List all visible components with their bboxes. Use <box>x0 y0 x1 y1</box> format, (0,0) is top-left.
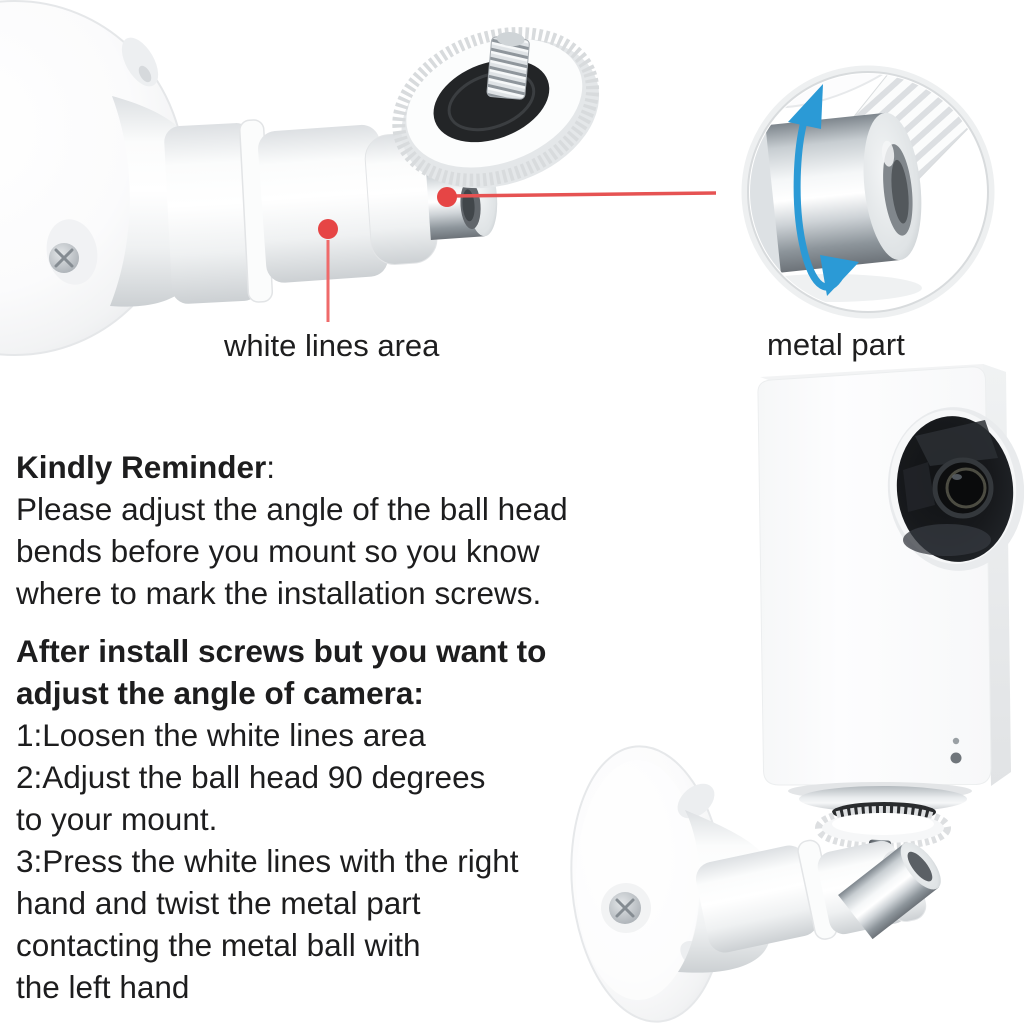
white-lines-pointer-dot <box>318 219 338 239</box>
reminder-title-colon: : <box>266 449 276 485</box>
camera-wall-mount-photo <box>570 745 941 1023</box>
adjust-section: After install screws but you want to adj… <box>16 630 616 1008</box>
white-lines-area-label: white lines area <box>224 328 440 363</box>
lens-reflection <box>915 420 998 466</box>
phillips-slot <box>54 248 74 268</box>
adjust-step-line: the left hand <box>16 969 190 1005</box>
lens-glint <box>952 474 962 480</box>
lens-reflection <box>903 524 991 556</box>
camera-photo <box>757 364 1024 885</box>
white-lines-grip <box>258 124 388 283</box>
phillips-slot <box>615 898 635 918</box>
adjust-step-line: contacting the metal ball with <box>16 927 421 963</box>
adjust-step-line: to your mount. <box>16 801 218 837</box>
setup-button-hole <box>950 752 962 764</box>
metal-part-cylinder <box>838 842 941 940</box>
reminder-line: where to mark the installation screws. <box>16 575 542 611</box>
adjust-step-line: 2:Adjust the ball head 90 degrees <box>16 759 486 795</box>
metal-part-pointer-dot <box>437 187 457 207</box>
inset-metal-cylinder <box>750 112 922 273</box>
wall-mount-photo <box>0 0 600 356</box>
instructions-text: Kindly Reminder: Please adjust the angle… <box>16 446 616 1008</box>
camera-base-disc <box>799 786 967 812</box>
plate-screw-notch-top <box>677 783 715 819</box>
adjust-step-line: hand and twist the metal part <box>16 885 421 921</box>
adjust-title-line: After install screws but you want to <box>16 633 547 669</box>
adjust-title-line: adjust the angle of camera: <box>16 675 424 711</box>
reminder-line: bends before you mount so you know <box>16 533 540 569</box>
mount-barrel-inner <box>164 123 260 304</box>
metal-part-label: metal part <box>767 327 905 362</box>
lens-glass <box>945 467 987 509</box>
plate-highlight <box>576 760 700 1000</box>
adjust-step-line: 3:Press the white lines with the right <box>16 843 519 879</box>
notch-shadow <box>138 65 152 83</box>
metal-part-pointer-line <box>448 191 717 198</box>
lens-reflection <box>903 462 935 512</box>
camera-screw-thread <box>486 32 530 100</box>
status-led <box>952 737 960 745</box>
reminder-line: Please adjust the angle of the ball head <box>16 491 568 527</box>
magnifier-inset <box>741 65 995 319</box>
mount-barrel-inner <box>695 845 819 953</box>
reminder-title: Kindly Reminder: <box>16 446 616 488</box>
rotation-arrow-icon <box>788 84 859 296</box>
reminder-title-bold: Kindly Reminder <box>16 449 267 485</box>
adjust-step-line: 1:Loosen the white lines area <box>16 717 426 753</box>
annotation-pointers <box>318 187 717 322</box>
thumbscrew-disc <box>392 27 600 189</box>
